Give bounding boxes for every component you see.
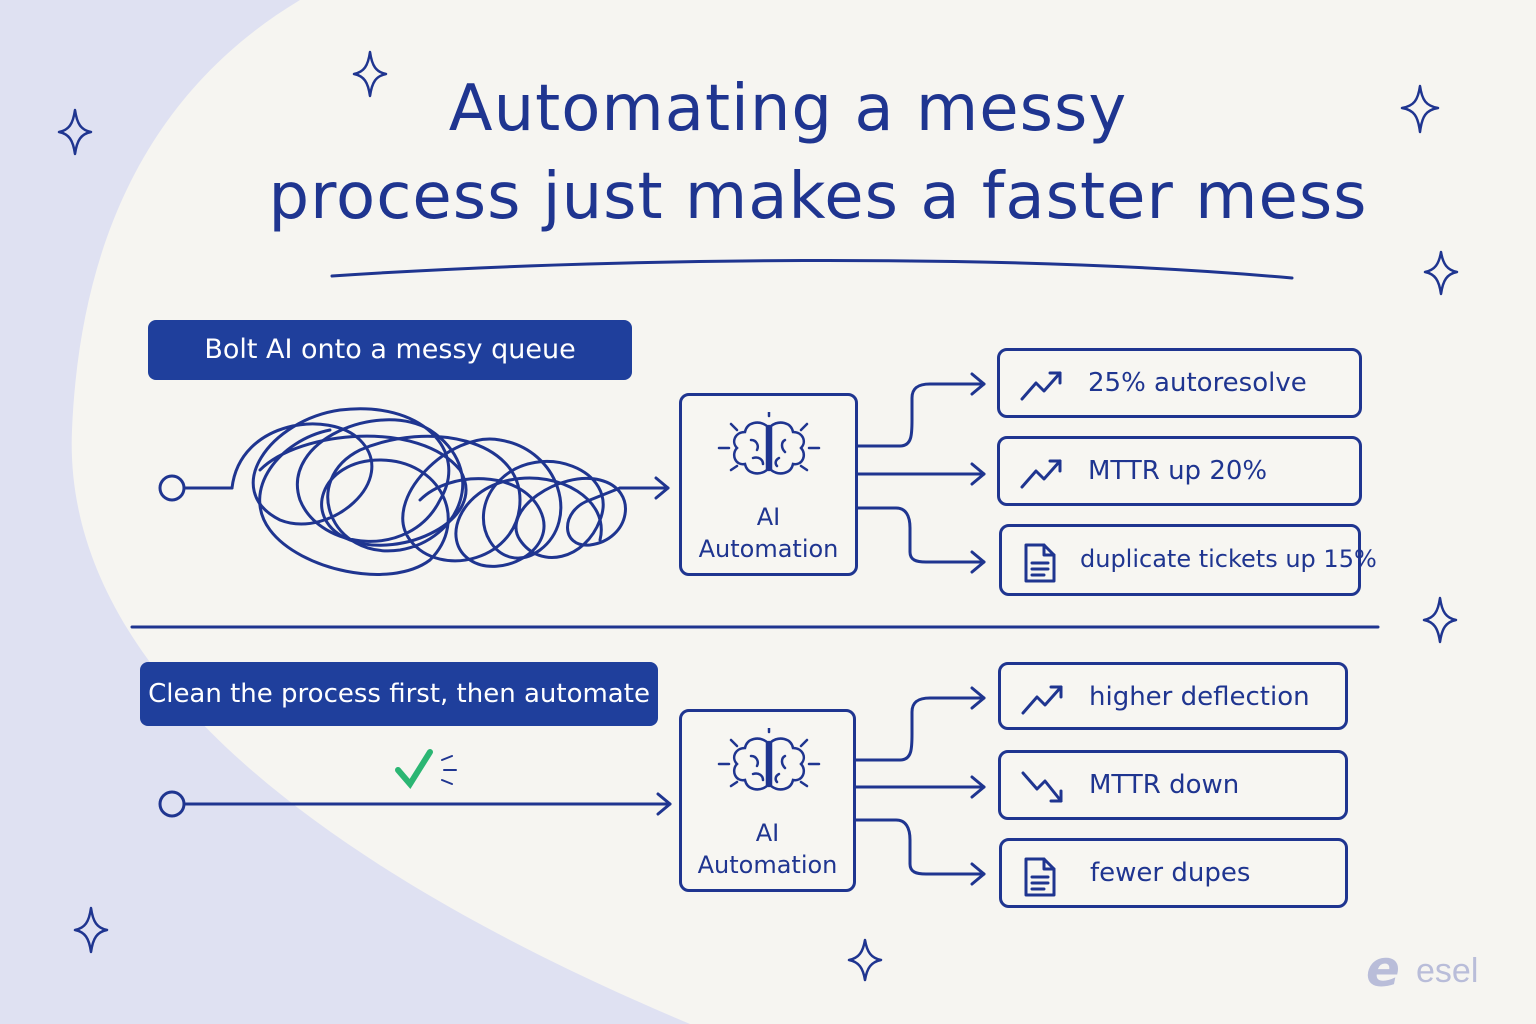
outcome-box: MTTR down (998, 750, 1348, 820)
ai-automation-box-bottom: AI Automation (679, 709, 856, 892)
brain-icon (717, 728, 821, 791)
outcome-text: duplicate tickets up 15% (1080, 545, 1377, 573)
trend-up-icon (1021, 685, 1063, 715)
outcome-text: fewer dupes (1090, 858, 1251, 888)
trend-up-icon (1020, 459, 1062, 489)
outcome-text: MTTR up 20% (1088, 456, 1268, 486)
page-title-line-1: Automating a messy (448, 72, 1128, 146)
logo-mark: e (1366, 940, 1400, 998)
outcome-box: duplicate tickets up 15% (999, 524, 1377, 596)
ai-box-label-line2: Automation (697, 851, 838, 879)
ai-box-label-line1: AI (756, 503, 781, 531)
page-title-line-2: process just makes a faster mess (268, 160, 1368, 234)
outcome-text: higher deflection (1089, 682, 1310, 712)
esel-logo: e esel (1366, 940, 1496, 1000)
logo-wordmark: esel (1416, 952, 1479, 990)
trend-down-icon (1021, 771, 1063, 803)
outcome-box: 25% autoresolve (997, 348, 1362, 418)
ai-automation-box-top: AI Automation (679, 393, 858, 576)
brain-icon (717, 412, 821, 475)
outcome-box: higher deflection (998, 662, 1348, 730)
outcome-box: fewer dupes (999, 838, 1348, 908)
ai-box-label-line2: Automation (698, 535, 839, 563)
outcome-text: 25% autoresolve (1088, 368, 1307, 398)
outcome-text: MTTR down (1089, 770, 1240, 800)
document-icon (1024, 857, 1056, 897)
section-label-messy: Bolt AI onto a messy queue (148, 320, 632, 380)
trend-up-icon (1020, 371, 1062, 401)
ai-box-label-line1: AI (755, 819, 780, 847)
outcome-box: MTTR up 20% (997, 436, 1362, 506)
section-label-clean: Clean the process first, then automate (140, 662, 658, 726)
document-icon (1024, 543, 1056, 583)
